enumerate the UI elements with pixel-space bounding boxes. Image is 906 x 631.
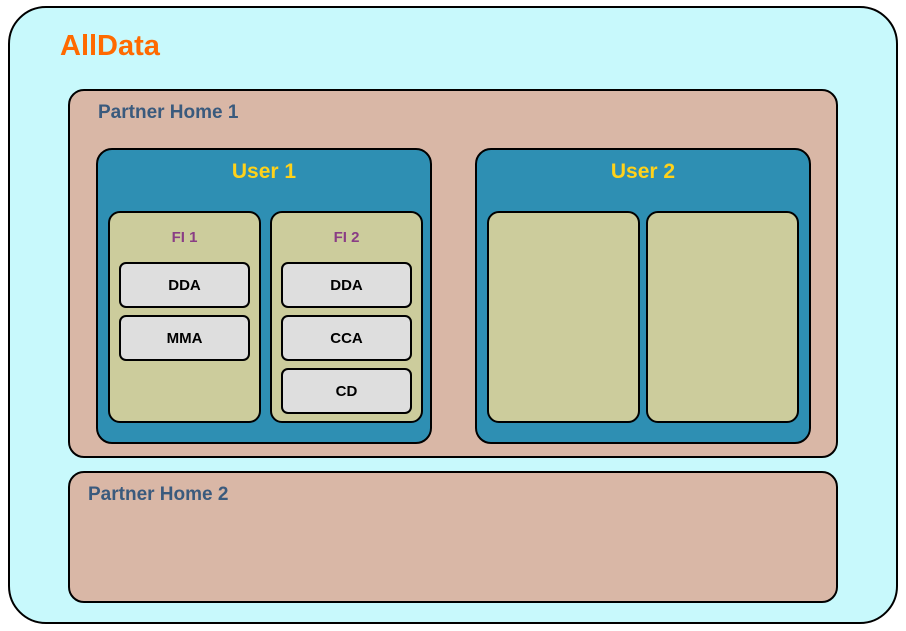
alldata-title: AllData <box>60 30 160 62</box>
user-2-fi-box-left <box>487 211 640 423</box>
user-1-title: User 1 <box>231 160 297 183</box>
fi-1-account-dda: DDA <box>119 262 250 308</box>
fi-2-account-cca: CCA <box>281 315 412 361</box>
partner-home-1-title: Partner Home 1 <box>98 102 239 123</box>
partner-home-2 <box>68 471 838 603</box>
fi-1-account-mma: MMA <box>119 315 250 361</box>
partner-home-2-title: Partner Home 2 <box>88 484 229 505</box>
fi-2-account-dda: DDA <box>281 262 412 308</box>
fi-2-account-cd: CD <box>281 368 412 414</box>
user-2-title: User 2 <box>610 160 676 183</box>
fi-2-title: FI 2 <box>333 229 360 246</box>
fi-1-title: FI 1 <box>171 229 198 246</box>
user-2-fi-box-right <box>646 211 799 423</box>
